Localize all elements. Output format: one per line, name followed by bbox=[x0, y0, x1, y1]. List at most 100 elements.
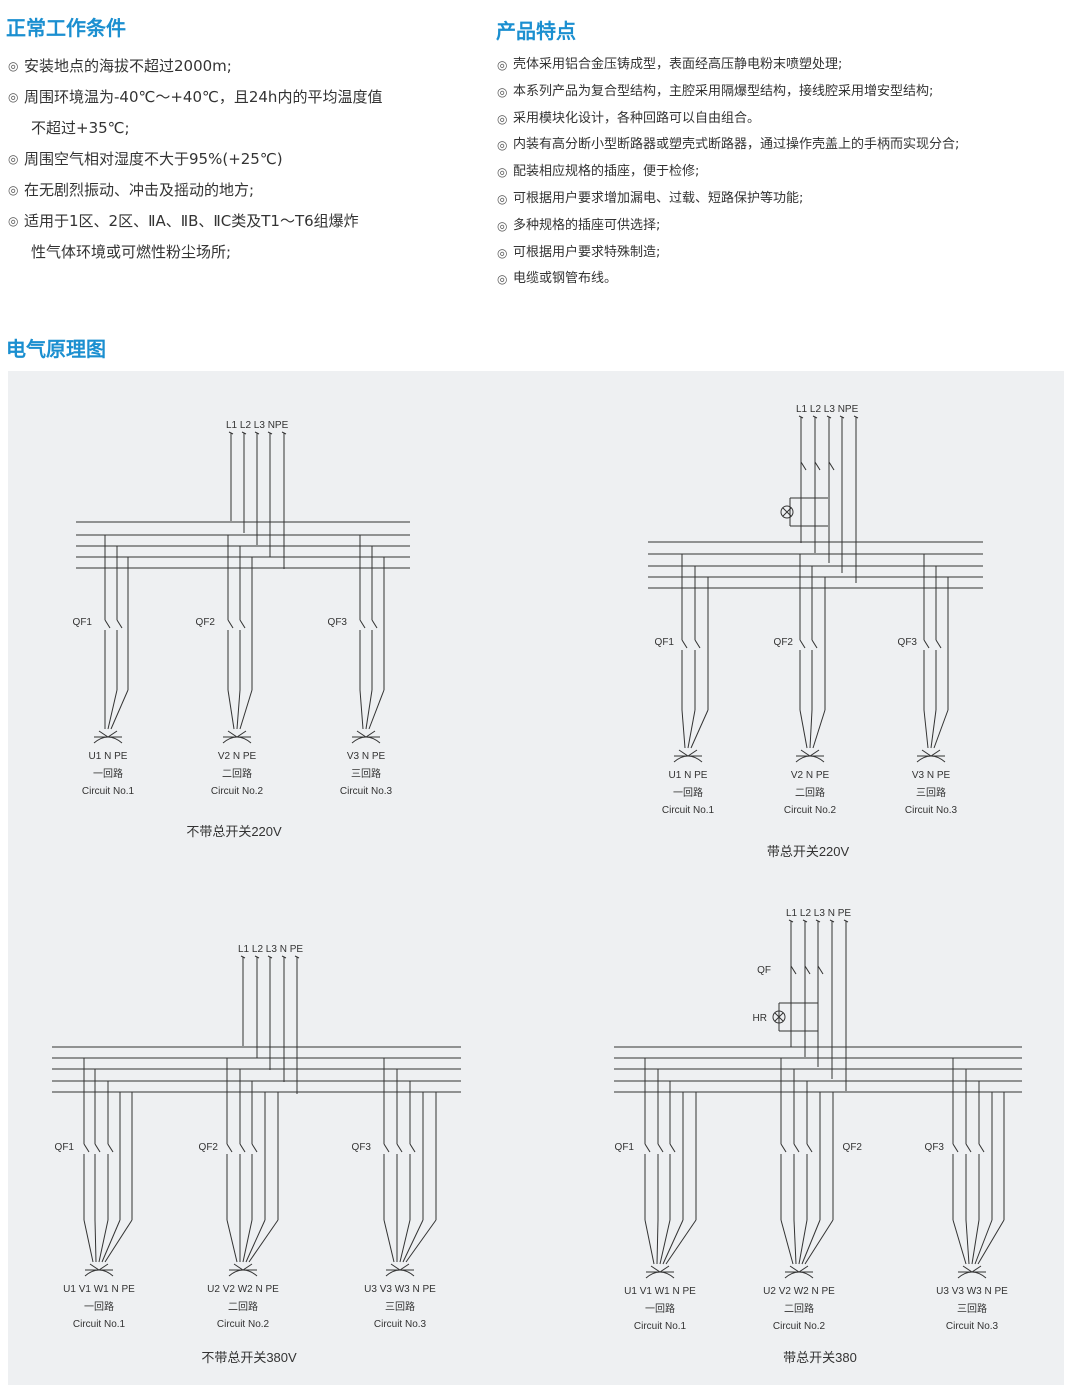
branch-wire bbox=[801, 1219, 821, 1265]
main-switch-contact bbox=[828, 461, 835, 471]
breaker-contact bbox=[359, 619, 366, 629]
breaker-contact bbox=[681, 639, 688, 649]
supply-label: L1 L2 L3 NPE bbox=[226, 420, 289, 431]
circuit-name-cn: 二回路 bbox=[228, 1300, 258, 1313]
circuit-name-cn: 二回路 bbox=[784, 1302, 814, 1315]
terminal-label: U3 V3 W3 N PE bbox=[364, 1284, 436, 1295]
indicator-lamp-symbol bbox=[782, 507, 792, 517]
feature-item: 配装相应规格的插座，便于检修; bbox=[497, 159, 1057, 186]
socket-symbol bbox=[228, 1269, 258, 1277]
main-switch-contact bbox=[800, 461, 807, 471]
branch-wire bbox=[405, 1219, 437, 1263]
diagram-caption: 不带总开关380V bbox=[201, 1350, 297, 1365]
breaker-contact bbox=[94, 1143, 101, 1153]
breaker-contact bbox=[239, 619, 246, 629]
breaker-contact bbox=[978, 1143, 985, 1153]
breaker-contact bbox=[83, 1143, 90, 1153]
branch-wire bbox=[930, 709, 937, 749]
breaker-contact bbox=[799, 639, 806, 649]
conditions-list: 安装地点的海拔不超过2000m; 周围环境温为-40℃～+40℃，且24h内的平… bbox=[8, 51, 478, 268]
branch-wire bbox=[101, 1219, 121, 1263]
supply-label: L1 L2 L3 N PE bbox=[786, 908, 851, 919]
socket-symbol bbox=[795, 755, 825, 763]
branch-wire bbox=[662, 1219, 684, 1265]
condition-item: 安装地点的海拔不超过2000m; bbox=[8, 51, 478, 82]
socket-symbol bbox=[89, 1263, 109, 1271]
circuit-name-cn: 三回路 bbox=[351, 767, 381, 780]
feature-item: 可根据用户要求特殊制造; bbox=[497, 240, 1057, 267]
breaker-label: QF2 bbox=[196, 617, 216, 628]
socket-symbol bbox=[789, 1265, 809, 1273]
socket-symbol bbox=[351, 736, 381, 744]
branch-wire bbox=[812, 709, 826, 749]
branch-wire bbox=[923, 709, 929, 749]
main-switch-label: QF bbox=[757, 965, 771, 976]
circuit-name-en: Circuit No.2 bbox=[211, 786, 264, 797]
breaker-contact bbox=[811, 639, 818, 649]
main-switch-contact bbox=[814, 461, 821, 471]
branch-wire bbox=[402, 1219, 424, 1263]
socket-symbol bbox=[916, 755, 946, 763]
breaker-label: QF1 bbox=[55, 1142, 75, 1153]
breaker-label: QF1 bbox=[655, 637, 675, 648]
terminal-label: U2 V2 W2 N PE bbox=[207, 1284, 279, 1295]
circuit-name-en: Circuit No.1 bbox=[662, 805, 715, 816]
terminal-label: U1 N PE bbox=[89, 751, 128, 762]
feature-item: 采用模块化设计，各种回路可以自由组合。 bbox=[497, 106, 1057, 133]
breaker-label: QF1 bbox=[615, 1142, 635, 1153]
features-title: 产品特点 bbox=[496, 19, 576, 43]
branch-wire bbox=[974, 1219, 993, 1265]
breaker-contact bbox=[935, 639, 942, 649]
breaker-contact bbox=[107, 1143, 114, 1153]
circuit-name-cn: 三回路 bbox=[957, 1302, 987, 1315]
branch-wire bbox=[98, 1219, 109, 1263]
diagram-caption: 带总开关380 bbox=[783, 1350, 857, 1365]
branch-wire bbox=[383, 1219, 395, 1263]
circuit-name-en: Circuit No.2 bbox=[773, 1321, 826, 1332]
branch-wire bbox=[665, 1219, 697, 1265]
branch-wire bbox=[107, 689, 118, 730]
condition-text-cont: 性气体环境或可燃性粉尘场所; bbox=[31, 243, 232, 261]
feature-item: 壳体采用铝合金压铸成型，表面经高压静电粉末喷塑处理; bbox=[497, 52, 1057, 79]
condition-text: 适用于1区、2区、ⅡA、ⅡB、ⅡC类及T1～T6组爆炸 bbox=[24, 212, 359, 230]
breaker-label: QF2 bbox=[843, 1142, 863, 1153]
feature-item: 电缆或钢管布线。 bbox=[497, 266, 1057, 293]
breaker-contact bbox=[226, 1143, 233, 1153]
breaker-contact bbox=[657, 1143, 664, 1153]
feature-item: 可根据用户要求增加漏电、过载、短路保护等功能; bbox=[497, 186, 1057, 213]
socket-symbol bbox=[678, 749, 698, 757]
main-switch-contact bbox=[804, 965, 811, 975]
socket-symbol bbox=[645, 1271, 675, 1279]
branch-wire bbox=[248, 1219, 279, 1263]
condition-text-cont: 不超过+35℃; bbox=[31, 119, 130, 137]
indicator-lamp-symbol bbox=[772, 1010, 786, 1024]
breaker-contact bbox=[396, 1143, 403, 1153]
branch-wire bbox=[365, 689, 373, 730]
branch-wire bbox=[659, 1219, 671, 1265]
branch-wire bbox=[359, 689, 364, 730]
circuit-name-en: Circuit No.1 bbox=[73, 1319, 126, 1330]
socket-symbol bbox=[356, 730, 376, 738]
condition-item: 在无剧烈振动、冲击及摇动的地方; bbox=[8, 175, 478, 206]
branch-wire bbox=[804, 1219, 834, 1265]
breaker-contact bbox=[965, 1143, 972, 1153]
feature-item: 多种规格的插座可供选择; bbox=[497, 213, 1057, 240]
terminal-label: U1 N PE bbox=[669, 770, 708, 781]
lamp-label: HR bbox=[753, 1013, 767, 1024]
breaker-contact bbox=[923, 639, 930, 649]
branch-wire bbox=[798, 1219, 808, 1265]
terminal-label: V2 N PE bbox=[791, 770, 830, 781]
branch-wire bbox=[226, 1219, 238, 1263]
branch-wire bbox=[368, 689, 385, 730]
socket-symbol bbox=[385, 1269, 415, 1277]
indicator-lamp-symbol bbox=[774, 1012, 784, 1022]
branch-wire bbox=[104, 1219, 133, 1263]
breaker-label: QF3 bbox=[925, 1142, 945, 1153]
condition-text: 周围环境温为-40℃～+40℃，且24h内的平均温度值 bbox=[24, 88, 383, 106]
socket-symbol bbox=[98, 730, 118, 738]
branch-wire bbox=[971, 1219, 980, 1265]
terminal-label: U1 V1 W1 N PE bbox=[624, 1286, 696, 1297]
